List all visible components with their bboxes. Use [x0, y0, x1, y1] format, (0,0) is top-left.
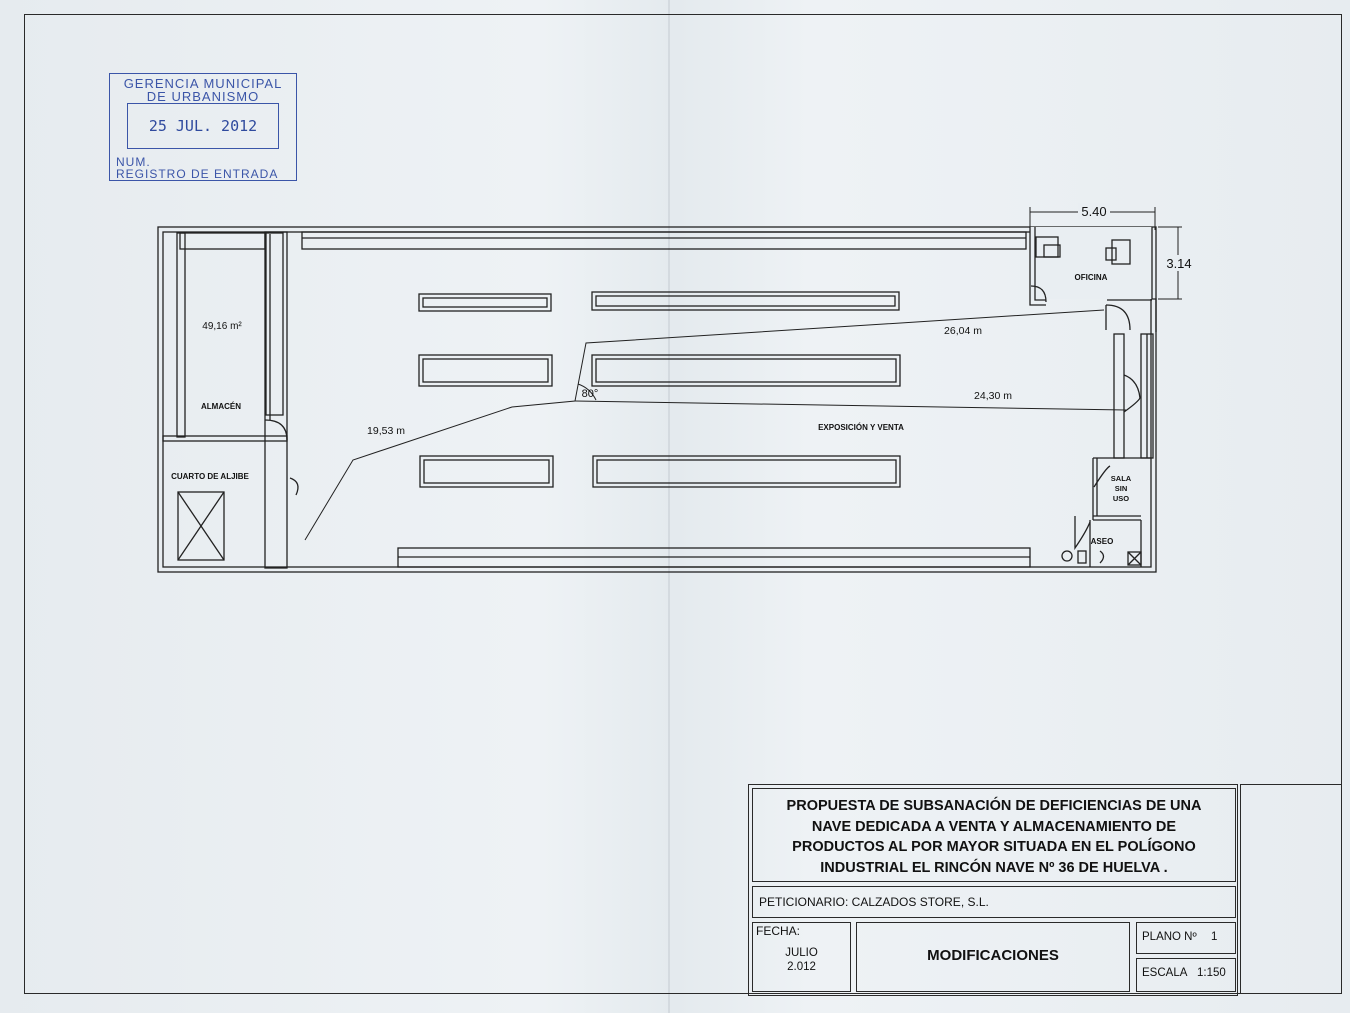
title-block-side-box — [1240, 784, 1342, 994]
stamp-registro: REGISTRO DE ENTRADA — [116, 167, 279, 181]
label-sala-1: SALA — [1111, 474, 1132, 483]
label-sala-3: USO — [1113, 494, 1129, 503]
warehouse-partition — [264, 231, 288, 569]
modificaciones-box — [856, 922, 1130, 992]
aseo-toilet — [1077, 550, 1087, 564]
cistern-hatch — [177, 491, 225, 561]
shelf-unit — [418, 354, 553, 387]
title-line-2: NAVE DEDICADA A VENTA Y ALMACENAMIENTO D… — [811, 818, 1177, 835]
shelf-unit — [419, 455, 554, 488]
aseo-fixture — [1061, 550, 1073, 562]
aseo-shower — [1127, 551, 1142, 566]
escala-box — [1136, 958, 1236, 992]
peticionario: PETICIONARIO: CALZADOS STORE, S.L. — [759, 895, 989, 909]
dim-height-label: 3.14 — [1166, 256, 1191, 271]
stamp-date: 25 JUL. 2012 — [127, 103, 279, 149]
drawing-frame — [24, 14, 1342, 994]
office-desk-2 — [1111, 239, 1131, 265]
fecha-label: FECHA: — [756, 924, 801, 938]
label-dist-2: 24,30 m — [974, 390, 1012, 402]
title-line-1: PROPUESTA DE SUBSANACIÓN DE DEFICIENCIAS… — [786, 798, 1202, 814]
title-block — [748, 784, 1238, 996]
dim-width-label: 5.40 — [1081, 204, 1106, 219]
label-dist-3: 19,53 m — [367, 425, 405, 437]
label-cuarto-aljibe: CUARTO DE ALJIBE — [171, 472, 249, 481]
paper-fold — [668, 0, 670, 1013]
shelf-unit — [592, 455, 901, 488]
route-line-2 — [574, 400, 1127, 411]
stamp-line-1: GERENCIA MUNICIPAL — [123, 76, 283, 91]
label-exposicion: EXPOSICIÓN Y VENTA — [818, 423, 904, 432]
title-line-3: PRODUCTOS AL POR MAYOR SITUADA EN EL POL… — [792, 839, 1196, 855]
office-wall-left — [1029, 227, 1046, 306]
label-angle: 80° — [582, 388, 599, 400]
right-door-jamb — [1113, 333, 1125, 459]
label-aseo: ASEO — [1091, 537, 1114, 546]
label-sala-2: SIN — [1115, 484, 1128, 493]
modificaciones: MODIFICACIONES — [927, 947, 1059, 964]
shelf-unit — [591, 354, 901, 387]
escala-label: ESCALA — [1142, 967, 1188, 979]
fecha-mes: JULIO — [785, 947, 818, 959]
escala-val: 1:150 — [1197, 967, 1226, 979]
stamp-num: NUM. — [116, 155, 151, 169]
fecha-anio: 2.012 — [787, 961, 816, 973]
plano-label: PLANO Nº — [1142, 931, 1197, 943]
title-block-title-box — [752, 788, 1236, 882]
label-dist-1: 26,04 m — [944, 325, 982, 337]
route-line-1 — [304, 309, 1105, 541]
warehouse-shelf-left — [176, 232, 186, 438]
peticionario-box — [752, 886, 1236, 918]
top-wall-shelf — [301, 231, 1027, 250]
label-oficina: OFICINA — [1075, 273, 1108, 282]
label-area: 49,16 m² — [202, 321, 242, 332]
warehouse-shelf-right — [265, 232, 284, 416]
label-almacen: ALMACÉN — [201, 402, 241, 411]
plano-num: 1 — [1211, 931, 1218, 943]
shelf-unit — [591, 291, 900, 311]
warehouse-shelf-top — [179, 232, 266, 250]
shelf-unit — [418, 293, 552, 312]
fecha-box — [752, 922, 851, 992]
registry-stamp: GERENCIA MUNICIPAL DE URBANISMO 25 JUL. … — [109, 73, 297, 181]
title-block-title: PROPUESTA DE SUBSANACIÓN DE DEFICIENCIAS… — [752, 788, 1236, 882]
outer-wall-outer — [157, 226, 1157, 573]
plano-box — [1136, 922, 1236, 954]
title-line-4: INDUSTRIAL EL RINCÓN NAVE Nº 36 DE HUELV… — [820, 859, 1168, 876]
stamp-line-2: DE URBANISMO — [146, 89, 260, 104]
